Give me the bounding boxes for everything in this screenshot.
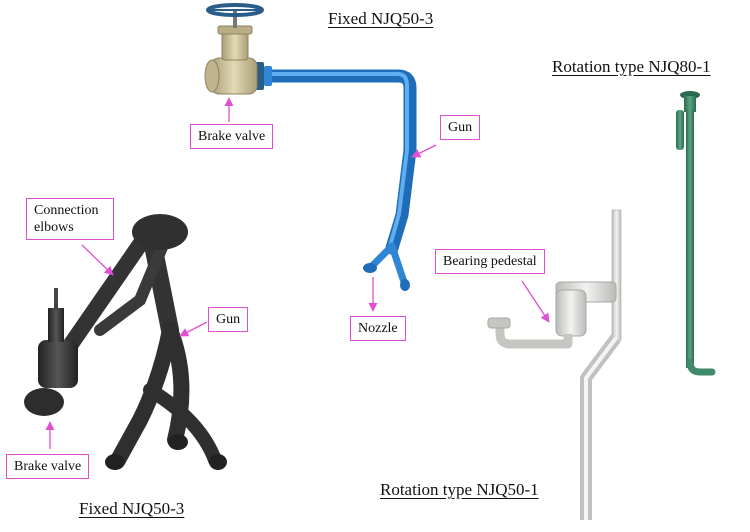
arrow-gun-top (411, 144, 437, 158)
label-bearing-pedestal: Bearing pedestal (435, 249, 545, 274)
label-gun-left: Gun (208, 307, 249, 332)
title-bottom-left: Fixed NJQ50-3 (79, 499, 185, 518)
label-brake-valve-bottom: Brake valve (6, 454, 90, 479)
arrow-bearing-pedestal (521, 280, 550, 323)
arrow-gun-left (179, 321, 208, 337)
arrow-connection-elbows (81, 244, 114, 276)
gate-valve-top (204, 3, 264, 95)
grey-gun-assembly (487, 209, 622, 520)
title-bottom-right: Rotation type NJQ50-1 (380, 480, 539, 499)
label-gun-top: Gun (440, 115, 481, 140)
black-gun-assembly (24, 214, 227, 470)
green-gun-assembly (676, 91, 716, 376)
label-connection-elbows: Connection elbows (26, 198, 114, 240)
label-brake-valve-top: Brake valve (190, 124, 274, 149)
title-top-right: Rotation type NJQ80-1 (552, 57, 711, 76)
blue-gun-assembly (255, 62, 417, 291)
label-nozzle: Nozzle (350, 316, 406, 341)
title-top-center: Fixed NJQ50-3 (328, 9, 434, 28)
